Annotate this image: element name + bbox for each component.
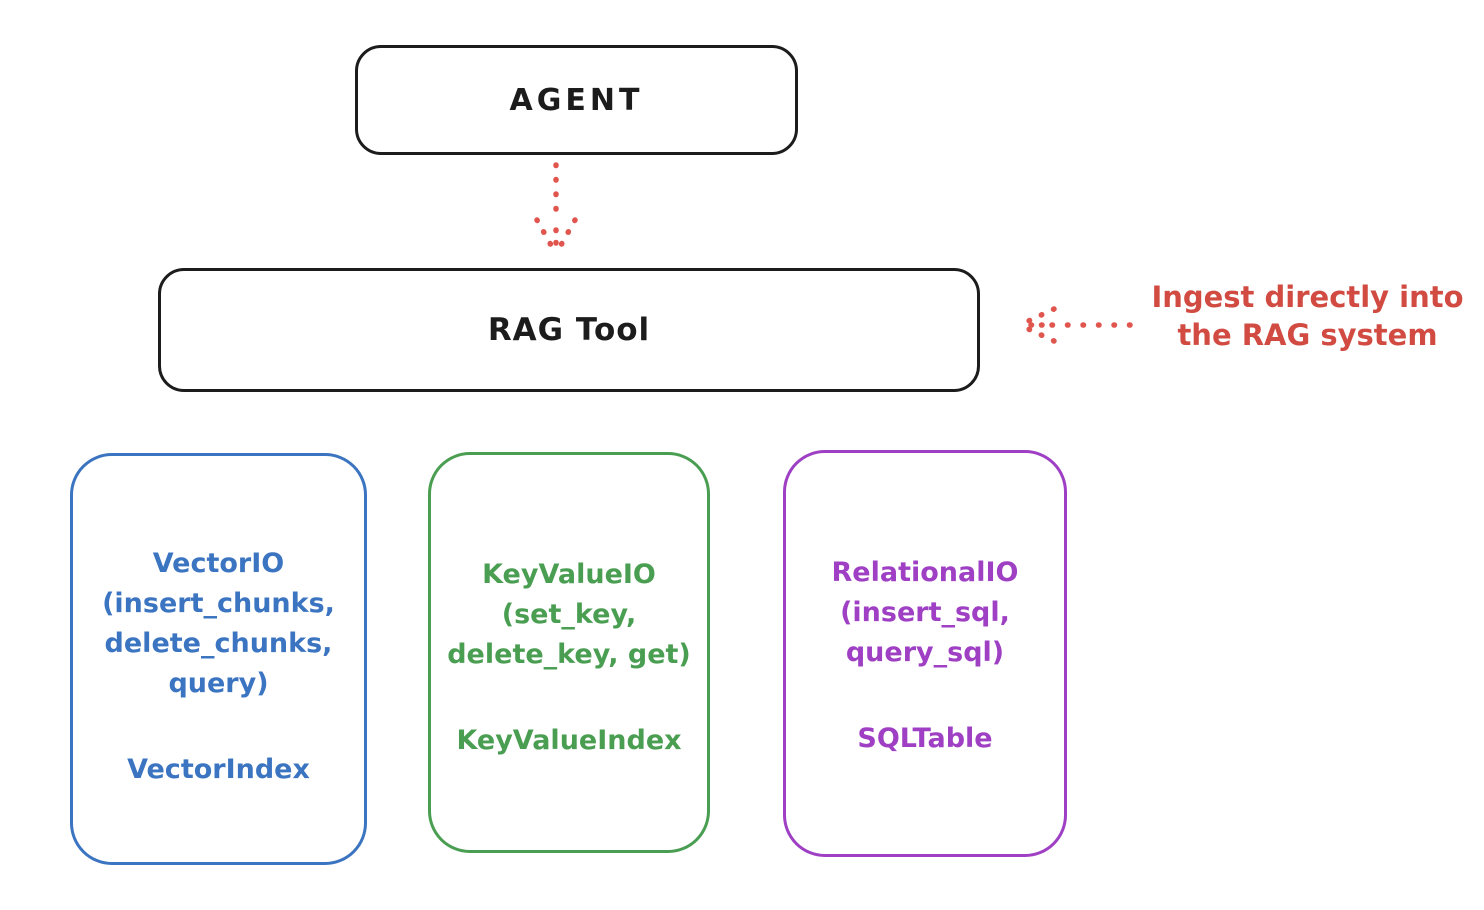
- agent-label: AGENT: [509, 82, 644, 118]
- rag-tool-label: RAG Tool: [487, 312, 651, 348]
- relational-io-label: RelationalIO (insert_sql, query_sql): [831, 557, 1019, 668]
- keyvalue-io-label: KeyValueIO (set_key, delete_key, get): [447, 559, 691, 670]
- agent-node: AGENT: [355, 45, 798, 155]
- arrow-agent-to-ragtool: [534, 162, 578, 258]
- relational-io-node: RelationalIO (insert_sql, query_sql) SQL…: [783, 450, 1067, 857]
- vector-io-node: VectorIO (insert_chunks, delete_chunks, …: [70, 453, 367, 865]
- vector-index-label: VectorIndex: [127, 754, 310, 785]
- ingest-annotation: Ingest directly into the RAG system: [1151, 280, 1464, 352]
- keyvalue-io-node: KeyValueIO (set_key, delete_key, get) Ke…: [428, 452, 710, 853]
- arrow-ingest-to-ragtool: [1017, 306, 1133, 344]
- rag-tool-node: RAG Tool: [158, 268, 980, 392]
- vector-io-label: VectorIO (insert_chunks, delete_chunks, …: [102, 548, 335, 699]
- sql-table-label: SQLTable: [857, 723, 993, 754]
- keyvalue-index-label: KeyValueIndex: [456, 725, 682, 756]
